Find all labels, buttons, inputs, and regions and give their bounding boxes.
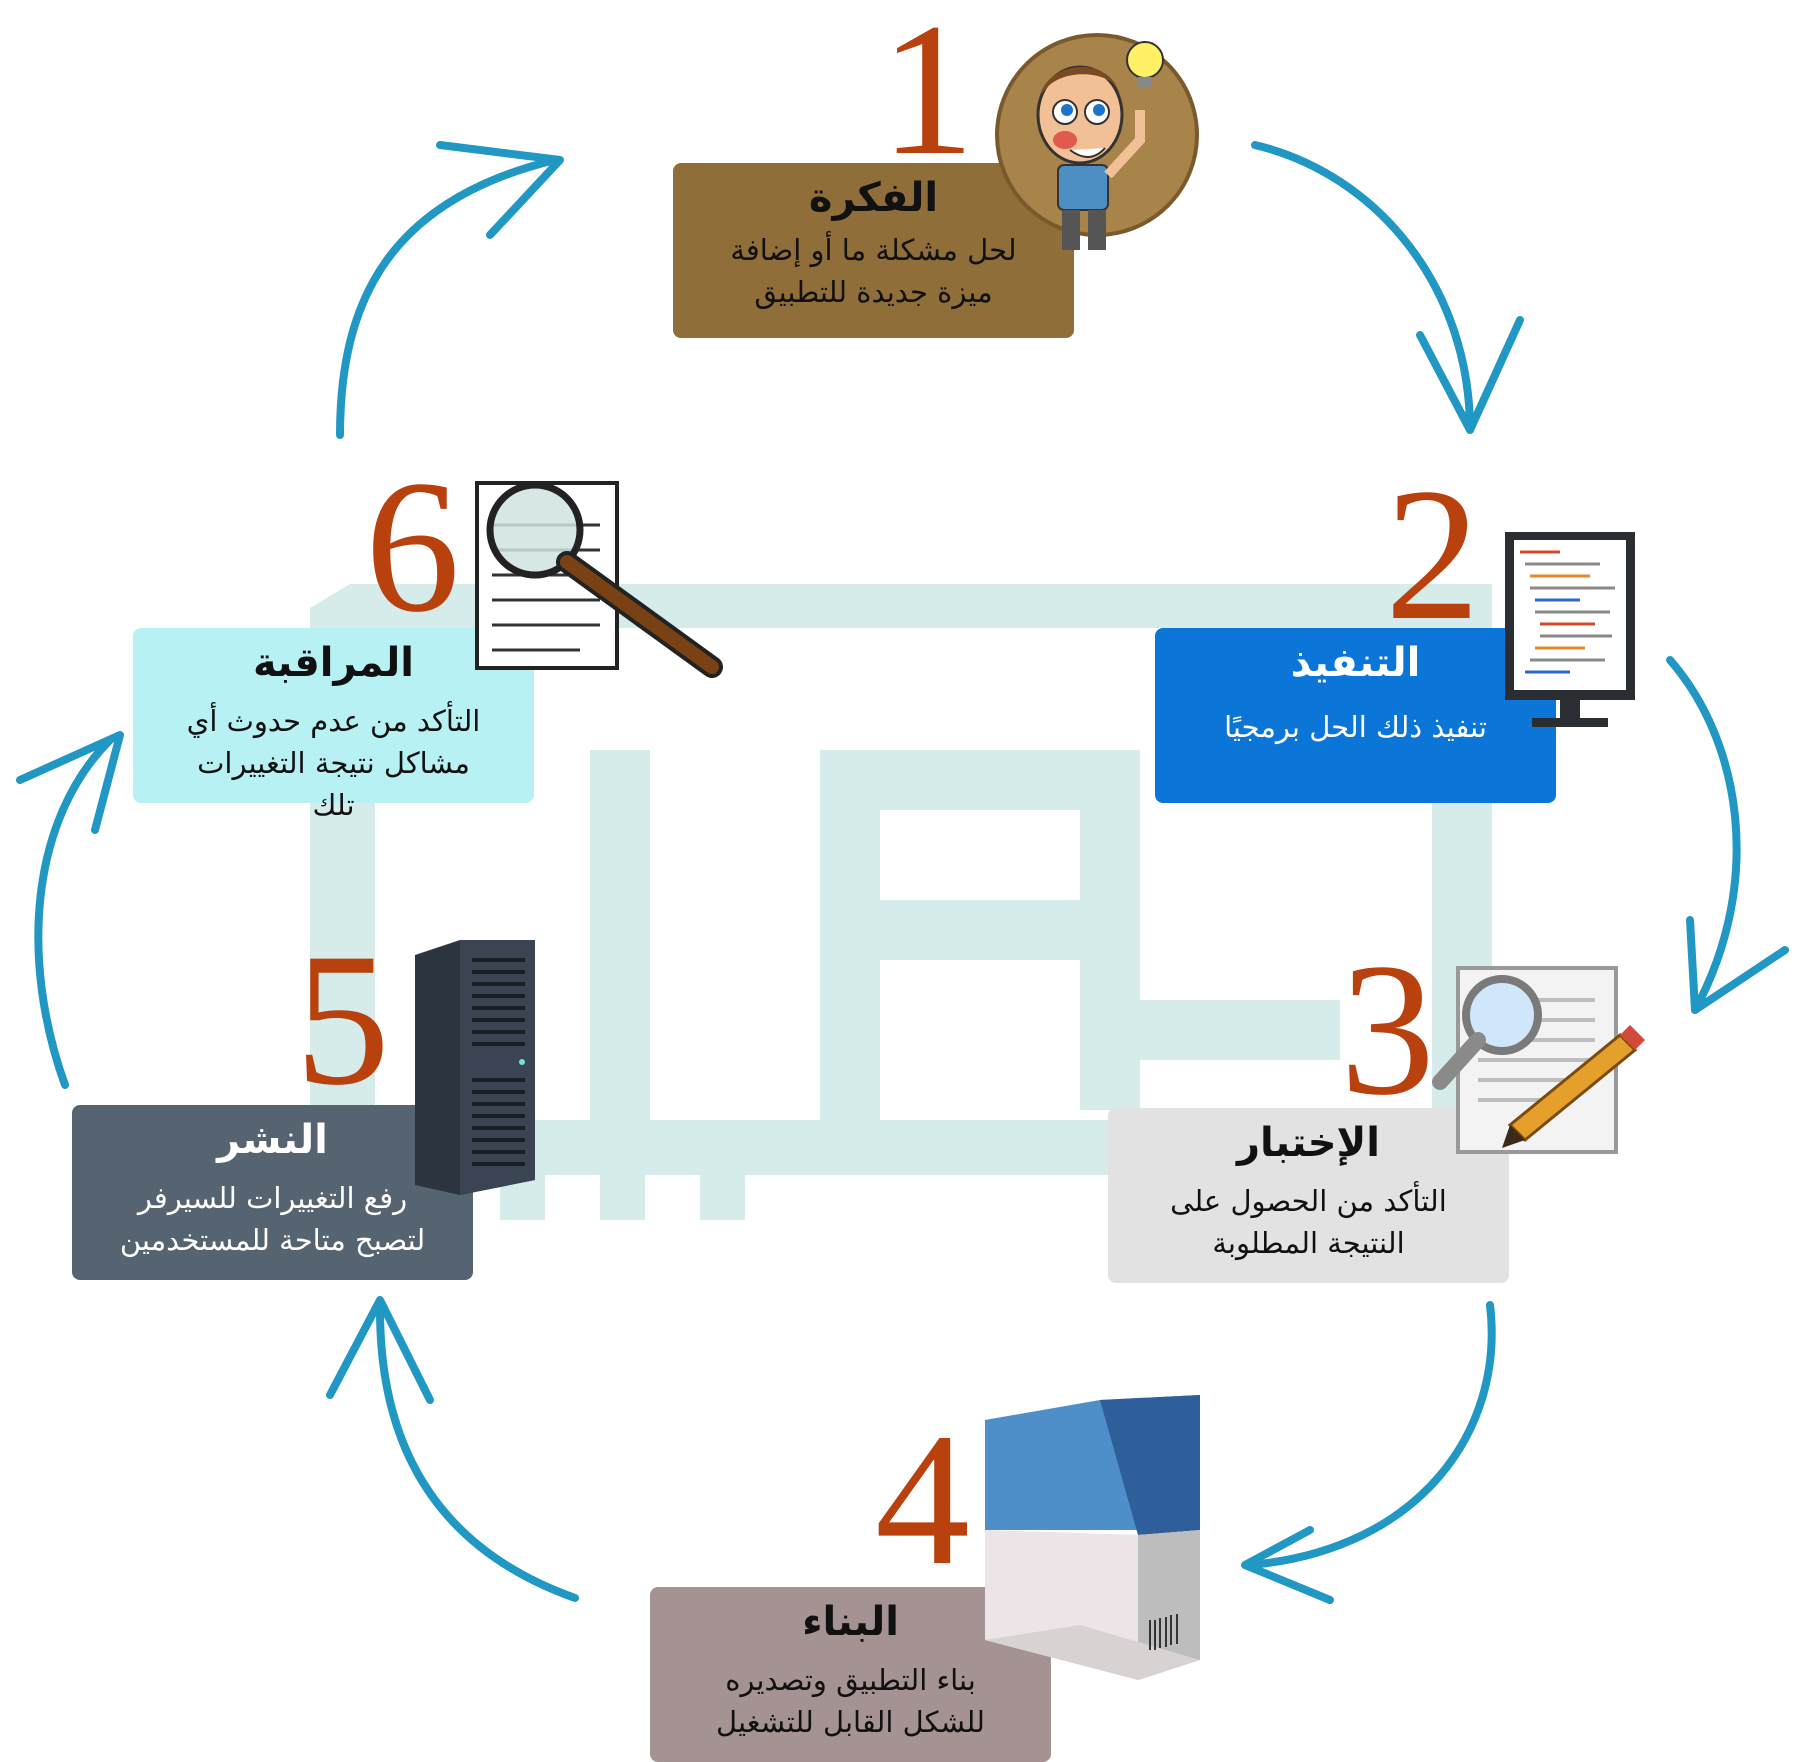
- stage-build-card: البناء بناء التطبيق وتصديره للشكل القابل…: [650, 1587, 1051, 1762]
- stage-title: الإختبار: [1236, 1120, 1381, 1166]
- stage-number: 6: [365, 442, 460, 652]
- cycle-arrow-icon: [336, 141, 564, 439]
- stage-title: التنفيذ: [1290, 640, 1421, 686]
- cycle-arrow-icon: [1241, 1301, 1496, 1604]
- stage-number: 3: [1340, 925, 1435, 1135]
- stage-testing-card: الإختبار التأكد من الحصول على النتيجة ال…: [1108, 1108, 1509, 1283]
- stage-description: لحل مشكلة ما أو إضافة ميزة جديدة للتطبيق: [730, 233, 1017, 309]
- cycle-arrow-icon: [1251, 141, 1524, 434]
- stage-title: البناء: [802, 1599, 899, 1645]
- stage-number: 1: [880, 0, 975, 195]
- stage-number: 5: [295, 915, 390, 1125]
- stage-monitoring-card: المراقبة التأكد من عدم حدوث أي مشاكل نتي…: [133, 628, 534, 822]
- stage-description: تنفيذ ذلك الحل برمجيًا: [1224, 710, 1487, 744]
- stage-deploy-card: النشر رفع التغييرات للسيرفر لتصبح متاحة …: [72, 1105, 473, 1280]
- stage-description: التأكد من عدم حدوث أي مشاكل نتيجة التغيي…: [186, 704, 481, 822]
- stage-description: رفع التغييرات للسيرفر لتصبح متاحة للمستخ…: [119, 1181, 426, 1257]
- cycle-arrow-icon: [16, 731, 124, 1089]
- stage-description: التأكد من الحصول على النتيجة المطلوبة: [1170, 1184, 1447, 1260]
- cycle-arrow-icon: [326, 1296, 579, 1602]
- stage-title: النشر: [217, 1117, 328, 1163]
- stage-description: بناء التطبيق وتصديره للشكل القابل للتشغي…: [716, 1663, 985, 1739]
- stage-implementation-card: التنفيذ تنفيذ ذلك الحل برمجيًا: [1155, 628, 1556, 803]
- stage-number: 2: [1385, 450, 1480, 660]
- stage-title: المراقبة: [253, 640, 414, 686]
- stage-title: الفكرة: [808, 175, 939, 221]
- cycle-arrow-icon: [1666, 656, 1789, 1014]
- stage-number: 4: [875, 1395, 970, 1605]
- stage-idea-card: الفكرة لحل مشكلة ما أو إضافة ميزة جديدة …: [673, 163, 1074, 338]
